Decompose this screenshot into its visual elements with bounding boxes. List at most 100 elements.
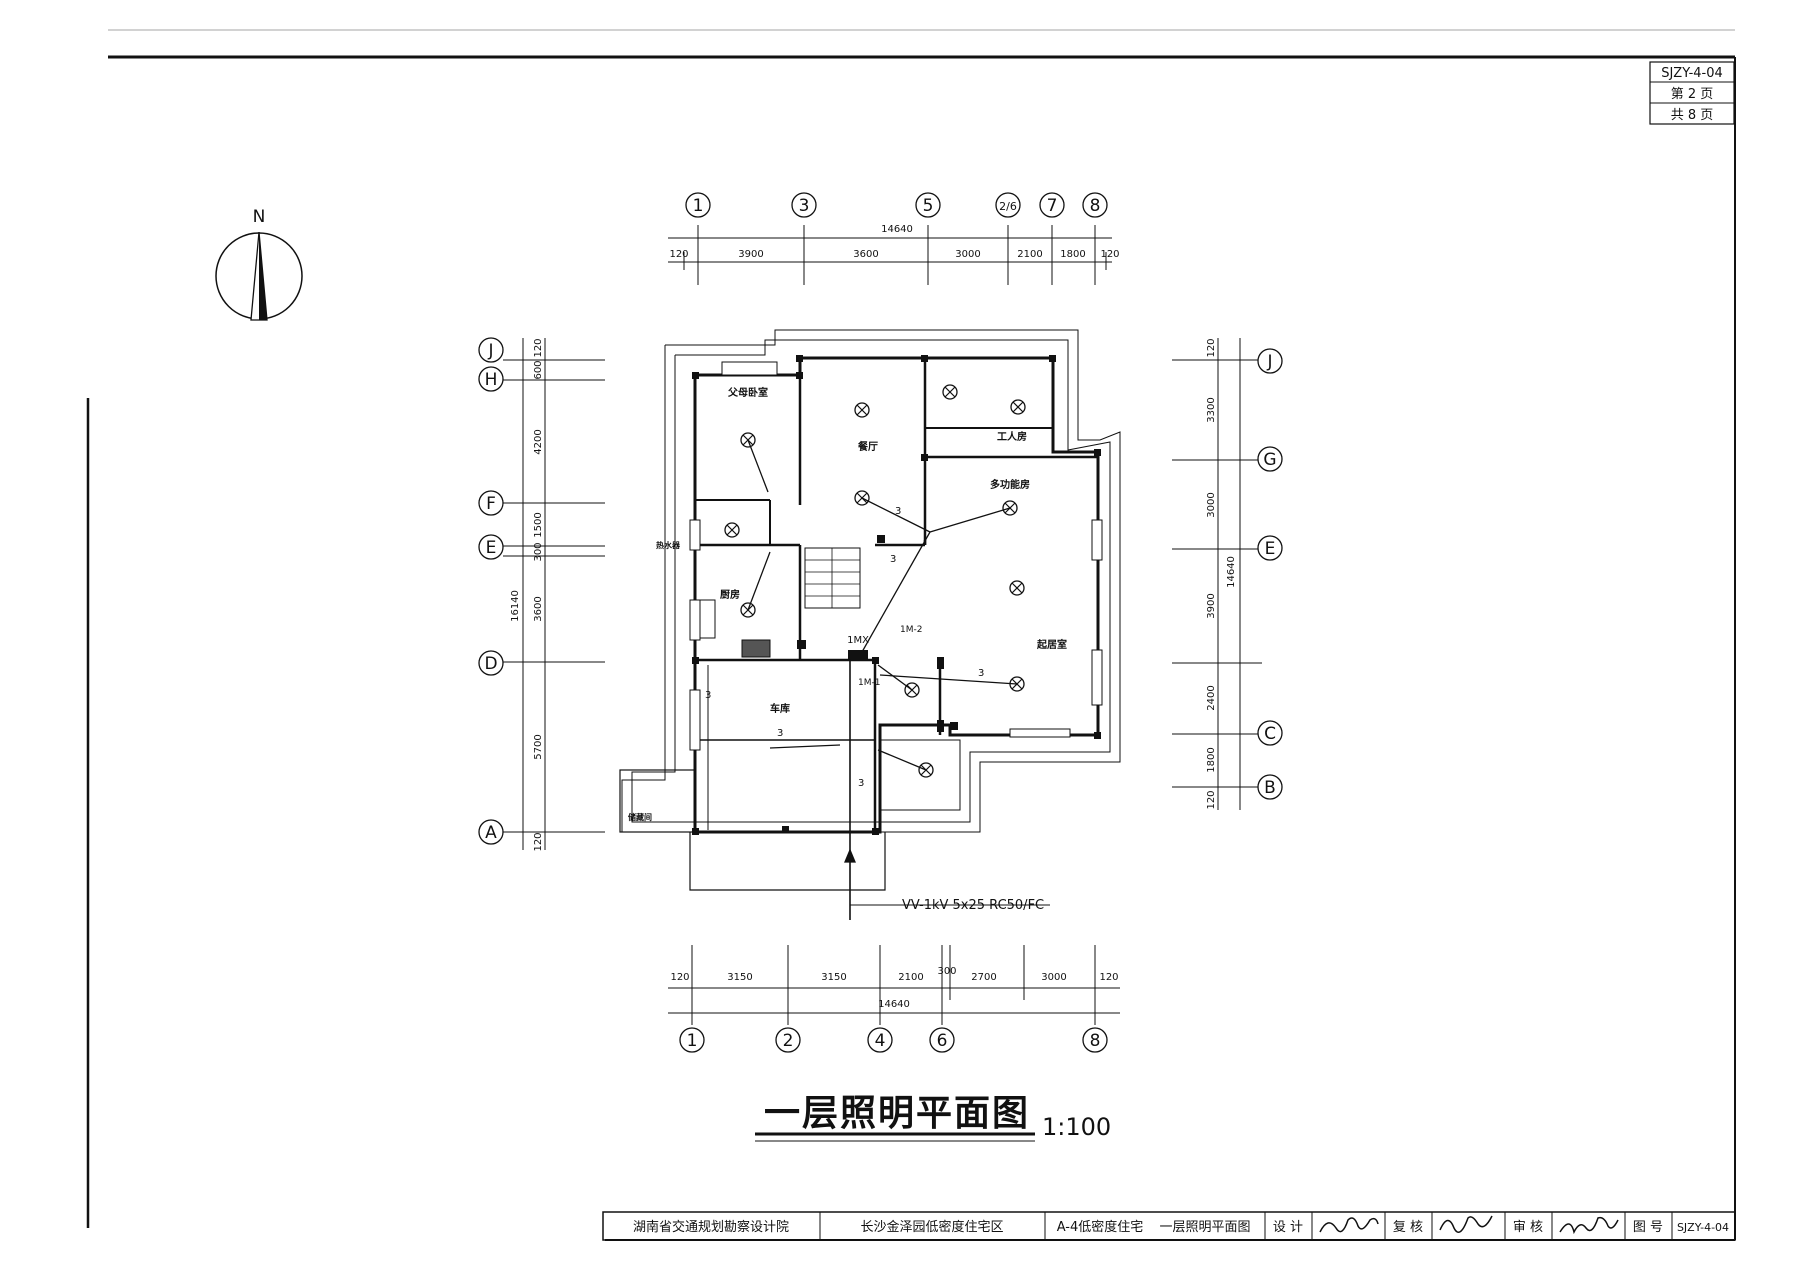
axis-top-7: 7 xyxy=(1047,196,1058,216)
lamp-icon xyxy=(854,402,870,418)
axis-left-f: F xyxy=(486,494,496,514)
title-block xyxy=(602,1211,1736,1241)
bottom-total-dim: 14640 xyxy=(878,999,910,1010)
bottom-dim-8: 120 xyxy=(1099,972,1118,983)
top-total-dim: 14640 xyxy=(881,224,913,235)
axis-bottom-4: 4 xyxy=(875,1031,886,1051)
axis-left-h: H xyxy=(485,370,498,390)
tb-drawing-no: SJZY-4-04 xyxy=(1677,1221,1729,1234)
left-dimension-chain xyxy=(503,338,605,850)
wire-count-3: 3 xyxy=(777,728,783,739)
right-dim-4: 3900 xyxy=(1206,593,1217,618)
axis-left-d: D xyxy=(484,654,497,674)
drawing-scale: 1:100 xyxy=(1042,1113,1111,1141)
sheet-frame xyxy=(86,29,1736,1241)
room-water-heater: 热水器 xyxy=(656,540,681,550)
wire-count-5: 3 xyxy=(705,690,711,701)
axis-bottom-1: 1 xyxy=(687,1031,698,1051)
bottom-dim-3: 3150 xyxy=(821,972,846,983)
right-dim-7: 120 xyxy=(1206,790,1217,809)
left-dim-4: 1500 xyxy=(533,512,544,537)
top-dim-2: 3900 xyxy=(738,249,763,260)
axis-right-j: J xyxy=(1266,352,1272,372)
room-dining: 餐厅 xyxy=(857,440,878,453)
left-dim-2: 600 xyxy=(533,360,544,379)
circuit-label-2: 1M-2 xyxy=(900,625,922,635)
lamp-icon xyxy=(942,384,958,400)
axis-bottom-2: 2 xyxy=(783,1031,794,1051)
top-dim-1: 120 xyxy=(669,249,688,260)
reviewer-signature-icon xyxy=(1439,1215,1493,1233)
top-dim-6: 1800 xyxy=(1060,249,1085,260)
room-multi: 多功能房 xyxy=(990,478,1030,491)
tb-approve-label: 审 核 xyxy=(1513,1220,1543,1235)
room-living: 起居室 xyxy=(1036,638,1067,651)
sheet-code-top: SJZY-4-04 xyxy=(1661,66,1723,81)
axis-left-a: A xyxy=(485,823,497,843)
top-dim-4: 3000 xyxy=(955,249,980,260)
panel-label: 1MX xyxy=(847,635,869,646)
cable-label: VV-1kV 5x25 RC50/FC xyxy=(902,898,1044,913)
left-dim-3: 4200 xyxy=(533,429,544,454)
top-axis-bubbles xyxy=(685,192,1108,218)
bottom-dim-1: 120 xyxy=(670,972,689,983)
room-parents-bedroom: 父母卧室 xyxy=(727,386,768,399)
lamp-icon xyxy=(724,522,740,538)
lamp-icon xyxy=(1010,399,1026,415)
page-number: 第 2 页 xyxy=(1671,87,1714,102)
left-dim-8: 120 xyxy=(533,832,544,851)
bottom-dim-7: 3000 xyxy=(1041,972,1066,983)
right-total-dim: 14640 xyxy=(1226,556,1237,588)
room-servant: 工人房 xyxy=(997,430,1027,443)
left-axis-bubbles xyxy=(478,337,504,845)
page-total: 共 8 页 xyxy=(1671,108,1714,123)
right-dimension-chain xyxy=(1172,338,1262,810)
tb-institute: 湖南省交通规划勘察设计院 xyxy=(633,1219,789,1235)
left-dim-5: 300 xyxy=(533,542,544,561)
right-dim-3: 3000 xyxy=(1206,492,1217,517)
room-garage: 车库 xyxy=(770,702,790,715)
tb-building: A-4低密度住宅 xyxy=(1057,1219,1144,1235)
drawing-title: 一层照明平面图 xyxy=(764,1093,1030,1134)
axis-bottom-6: 6 xyxy=(937,1031,948,1051)
lamp-icon xyxy=(1009,580,1025,596)
left-dim-1: 120 xyxy=(533,338,544,357)
tb-project: 长沙金泽园低密度住宅区 xyxy=(860,1219,1003,1235)
right-dim-6: 1800 xyxy=(1206,747,1217,772)
left-dim-7: 5700 xyxy=(533,734,544,759)
axis-top-3: 3 xyxy=(799,196,810,216)
bottom-axis-bubbles xyxy=(679,1027,1108,1053)
approver-signature-icon xyxy=(1559,1216,1619,1235)
wire-count-4: 3 xyxy=(858,778,864,789)
floor-plan xyxy=(619,329,1121,891)
top-dim-5: 2100 xyxy=(1017,249,1042,260)
axis-left-j: J xyxy=(487,341,493,361)
axis-right-c: C xyxy=(1264,724,1276,744)
right-dim-5: 2400 xyxy=(1206,685,1217,710)
axis-top-5: 5 xyxy=(923,196,934,216)
wiring xyxy=(747,439,1050,920)
tb-design-label: 设 计 xyxy=(1273,1220,1303,1235)
axis-right-g: G xyxy=(1263,450,1276,470)
bottom-dim-5: 300 xyxy=(937,966,956,977)
wire-count-6: 3 xyxy=(890,554,896,565)
distribution-panel xyxy=(848,650,868,659)
top-dimension-chain xyxy=(668,225,1112,285)
wire-count-2: 3 xyxy=(978,668,984,679)
bottom-dim-6: 2700 xyxy=(971,972,996,983)
designer-signature-icon xyxy=(1319,1217,1379,1233)
tb-drawing-no-label: 图 号 xyxy=(1633,1220,1663,1235)
north-label: N xyxy=(253,207,266,227)
wire-count-1: 3 xyxy=(895,506,901,517)
room-kitchen: 厨房 xyxy=(720,588,740,601)
axis-top-2-6: 2/6 xyxy=(999,200,1017,213)
axis-right-b: B xyxy=(1264,778,1276,798)
right-dim-1: 120 xyxy=(1206,338,1217,357)
axis-right-e: E xyxy=(1265,539,1276,559)
north-arrow-icon: N xyxy=(215,207,303,321)
tb-review-label: 复 核 xyxy=(1393,1220,1423,1235)
circuit-label-1: 1M-1 xyxy=(858,678,880,688)
right-axis-bubbles xyxy=(1257,348,1283,800)
axis-left-e: E xyxy=(486,538,497,558)
